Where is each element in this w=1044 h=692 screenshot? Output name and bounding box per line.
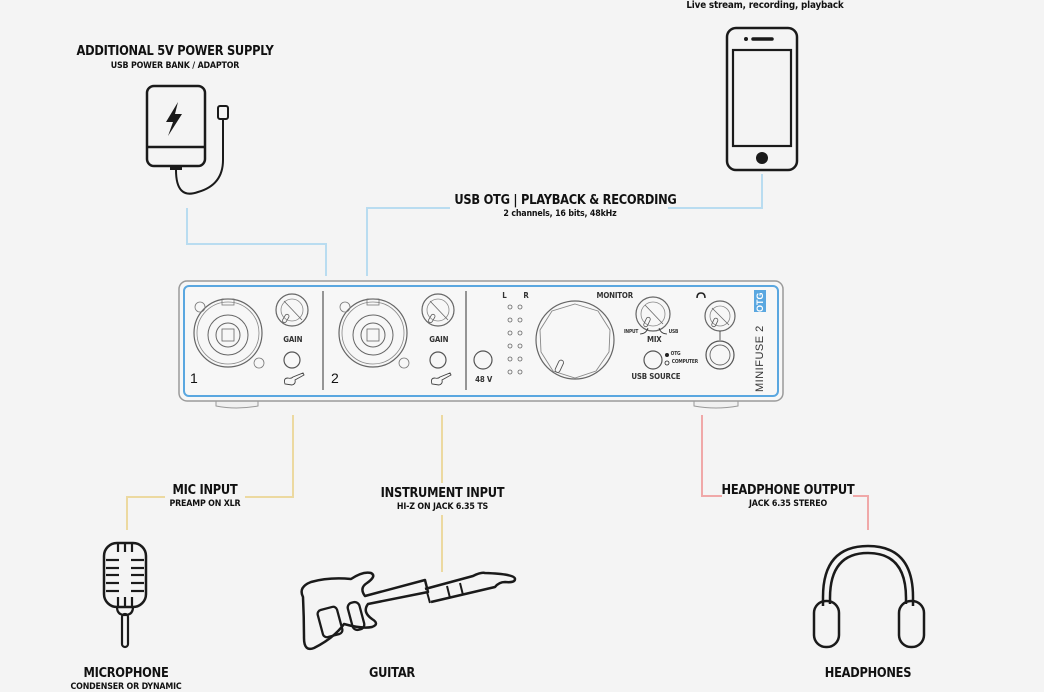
monitor-label: MONITOR	[596, 291, 633, 300]
microphone-title: MICROPHONE	[83, 666, 169, 681]
meter-left-label: L	[502, 291, 507, 300]
power-supply-title: ADDITIONAL 5V POWER SUPPLY	[76, 44, 274, 59]
instrument-jack-2[interactable]	[429, 351, 447, 369]
channel-1-label: 1	[190, 370, 198, 386]
device-model-label: MINIFUSE 2	[754, 325, 766, 392]
guitar-icon	[300, 571, 517, 651]
usb-source-otg-label: OTG	[670, 351, 681, 357]
mix-input-label: INPUT	[623, 329, 639, 335]
headphone-glyph-icon	[696, 292, 706, 299]
power-bank-icon	[145, 84, 229, 195]
audio-interface-device	[178, 280, 784, 409]
mic-connector-line	[126, 496, 165, 530]
microphone-subtitle: CONDENSER OR DYNAMIC	[70, 682, 182, 692]
usb-source-computer-label: COMPUTER	[671, 359, 698, 365]
instrument-input-title: INSTRUMENT INPUT	[380, 486, 505, 501]
usb-source-button[interactable]	[643, 350, 663, 370]
smartphone-icon	[725, 26, 799, 172]
headphones-icon	[812, 544, 926, 649]
headphone-output-title: HEADPHONE OUTPUT	[721, 483, 855, 498]
phone-caption: Live stream, recording, playback	[686, 0, 844, 11]
level-meter	[507, 304, 523, 375]
power-supply-subtitle: USB POWER BANK / ADAPTOR	[110, 61, 240, 71]
usb-otg-title: USB OTG | PLAYBACK & RECORDING	[454, 193, 677, 208]
otg-badge-text: OTG	[755, 292, 765, 313]
mic-input-connector-line	[245, 415, 294, 498]
gain-1-label: GAIN	[283, 335, 303, 344]
combo-jack-2[interactable]	[338, 298, 410, 369]
phantom-power-button[interactable]	[473, 350, 493, 370]
headphone-volume-knob[interactable]	[704, 300, 736, 340]
guitar-title: GUITAR	[369, 666, 415, 681]
headphones-connector-line	[853, 495, 869, 530]
channel-2-label: 2	[331, 370, 339, 386]
usb-otg-subtitle: 2 channels, 16 bits, 48kHz	[503, 209, 617, 219]
phone-connector-line	[668, 174, 763, 209]
headphone-jack[interactable]	[705, 340, 735, 370]
instrument-jack-1[interactable]	[283, 351, 301, 369]
mix-knob[interactable]	[635, 296, 671, 335]
power-connector-line	[186, 208, 327, 276]
phantom-power-label: 48 V	[475, 375, 493, 384]
microphone-icon	[102, 541, 148, 649]
combo-jack-1[interactable]	[193, 298, 265, 369]
meter-right-label: R	[523, 291, 529, 300]
otg-indicator	[665, 353, 669, 357]
mic-input-subtitle: PREAMP ON XLR	[169, 499, 241, 509]
headphone-output-subtitle: JACK 6.35 STEREO	[748, 499, 828, 509]
instrument-glyph-2	[430, 372, 452, 386]
headphone-output-connector-line	[701, 415, 722, 497]
mix-usb-label: USB	[668, 329, 679, 335]
computer-indicator	[664, 360, 670, 366]
monitor-knob[interactable]	[535, 300, 615, 380]
usb-otg-connector-line	[366, 207, 450, 276]
mix-label: MIX	[646, 335, 662, 344]
gain-knob-2[interactable]	[421, 293, 455, 327]
headphones-title: HEADPHONES	[824, 666, 912, 681]
usb-source-label: USB SOURCE	[631, 372, 681, 381]
gain-knob-1[interactable]	[275, 293, 309, 327]
mic-input-title: MIC INPUT	[172, 483, 238, 498]
instrument-input-subtitle: HI-Z ON JACK 6.35 TS	[396, 502, 489, 512]
instrument-glyph-1	[283, 372, 305, 386]
otg-badge	[754, 290, 766, 312]
gain-2-label: GAIN	[429, 335, 449, 344]
